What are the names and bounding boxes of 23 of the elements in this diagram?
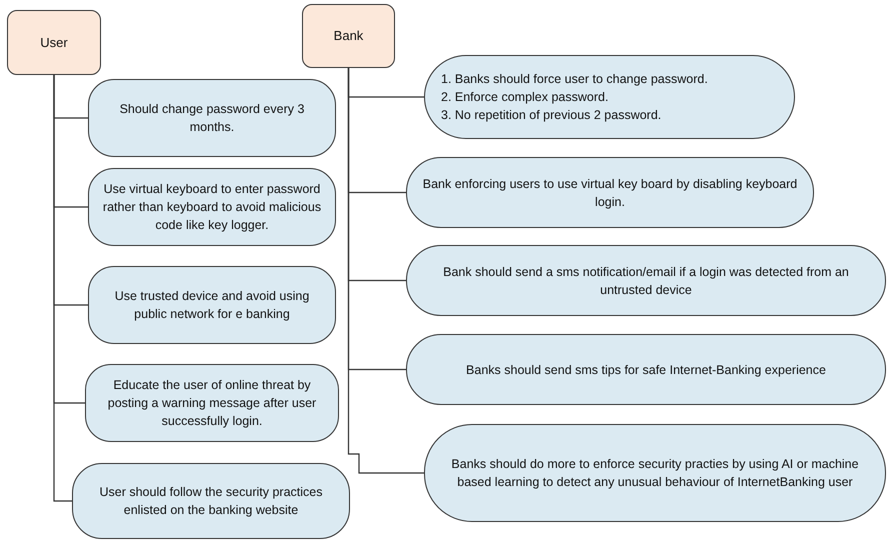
list-item-text: 2. Enforce complex password.	[441, 89, 608, 106]
box-text: User	[40, 34, 68, 52]
box-text: Bank enforcing users to use virtual key board by disabling keyboard login.	[422, 176, 798, 210]
list-item-text: 3. No repetition of previous 2 password.	[441, 107, 662, 124]
rounded-box	[72, 463, 350, 539]
box-text: Use trusted device and avoid using public network for e banking	[114, 288, 310, 323]
box-text: User should follow the security practices enlisted on the banking website	[98, 484, 324, 519]
rounded-box	[88, 79, 336, 157]
box-text: Should change password every 3 months.	[118, 101, 306, 136]
box-text: Bank	[334, 27, 364, 45]
category-box	[302, 4, 395, 68]
box-text: Bank should send a sms notification/email if a login was detected from an untrusted device	[442, 264, 850, 298]
list-item-text: 1. Banks should force user to change password.	[441, 71, 708, 88]
box-text: Banks should send sms tips for safe Internet-Banking experience	[466, 362, 826, 378]
category-box	[7, 10, 101, 75]
connector-line	[348, 68, 424, 474]
rounded-box	[85, 364, 339, 442]
box-text: Banks should do more to enforce security practies by using AI or machine based learning to detect any unusual behaviour of InternetBanking user	[450, 456, 860, 491]
rounded-box	[88, 168, 336, 246]
rounded-box	[88, 266, 336, 344]
box-text: Use virtual keyboard to enter password rather than keyboard to avoid malicious code like key logger.	[102, 181, 322, 234]
connector-line	[53, 75, 72, 502]
box-text: Educate the user of online threat by posting a warning message after user successfully login.	[106, 377, 318, 430]
